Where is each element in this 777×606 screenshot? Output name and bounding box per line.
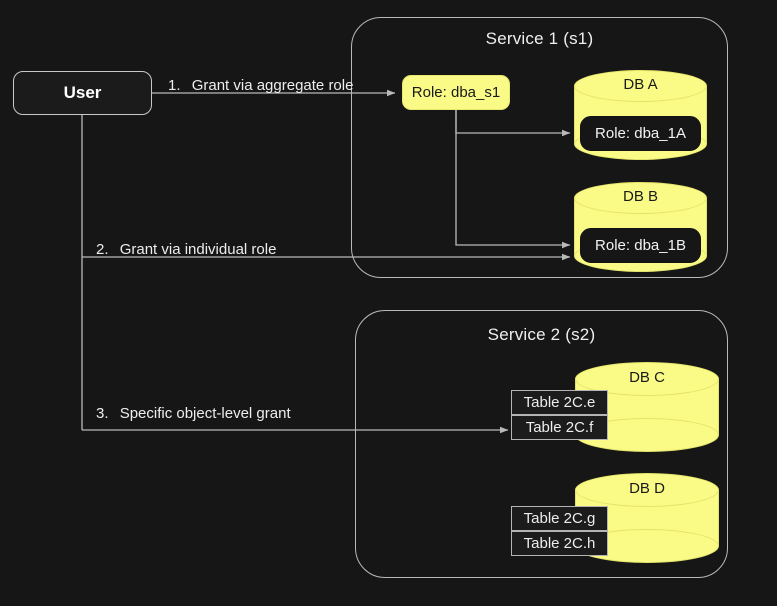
edge-label-3-number: 3.: [96, 405, 109, 422]
table-chip-2ch-label: Table 2C.h: [523, 535, 596, 552]
table-chip-2cf[interactable]: Table 2C.f: [511, 415, 608, 440]
db-b-label: DB B: [622, 188, 658, 205]
user-node-label: User: [63, 83, 102, 102]
service-1-container: [351, 17, 728, 278]
edge-label-1: 1. Grant via aggregate role: [168, 77, 353, 94]
edge-label-2-text: Grant via individual role: [119, 241, 277, 258]
table-chip-2ch[interactable]: Table 2C.h: [511, 531, 608, 556]
table-chip-2cg[interactable]: Table 2C.g: [511, 506, 608, 531]
service-2-container: [355, 310, 728, 578]
database-db-a[interactable]: DB A Role: dba_1A: [574, 70, 707, 160]
edge-label-2-number: 2.: [96, 241, 109, 258]
table-chip-2ce-label: Table 2C.e: [523, 394, 596, 411]
table-chip-2ce[interactable]: Table 2C.e: [511, 390, 608, 415]
db-d-top: [575, 473, 719, 507]
user-node[interactable]: User: [13, 71, 152, 115]
edge-label-1-number: 1.: [168, 77, 181, 94]
db-a-inner-role[interactable]: Role: dba_1A: [580, 116, 701, 151]
table-chip-2cg-label: Table 2C.g: [523, 510, 596, 527]
db-d-label: DB D: [629, 480, 665, 497]
edge-label-3-text: Specific object-level grant: [119, 405, 291, 422]
db-b-inner-role-label: Role: dba_1B: [595, 237, 686, 254]
db-a-label: DB A: [623, 76, 658, 93]
db-a-top: [574, 70, 707, 102]
db-a-inner-role-label: Role: dba_1A: [595, 125, 686, 142]
edge-label-2: 2. Grant via individual role: [96, 241, 276, 258]
service-1-title: Service 1 (s1): [485, 29, 594, 48]
service-2-title: Service 2 (s2): [487, 325, 596, 344]
role-dba-s1-label: Role: dba_s1: [411, 84, 501, 101]
edge-label-3: 3. Specific object-level grant: [96, 405, 291, 422]
db-c-label: DB C: [629, 369, 665, 386]
database-db-b[interactable]: DB B Role: dba_1B: [574, 182, 707, 272]
edge-label-1-text: Grant via aggregate role: [191, 77, 354, 94]
db-b-top: [574, 182, 707, 214]
table-chip-2cf-label: Table 2C.f: [525, 419, 594, 436]
db-b-inner-role[interactable]: Role: dba_1B: [580, 228, 701, 263]
role-dba-s1[interactable]: Role: dba_s1: [402, 75, 510, 110]
